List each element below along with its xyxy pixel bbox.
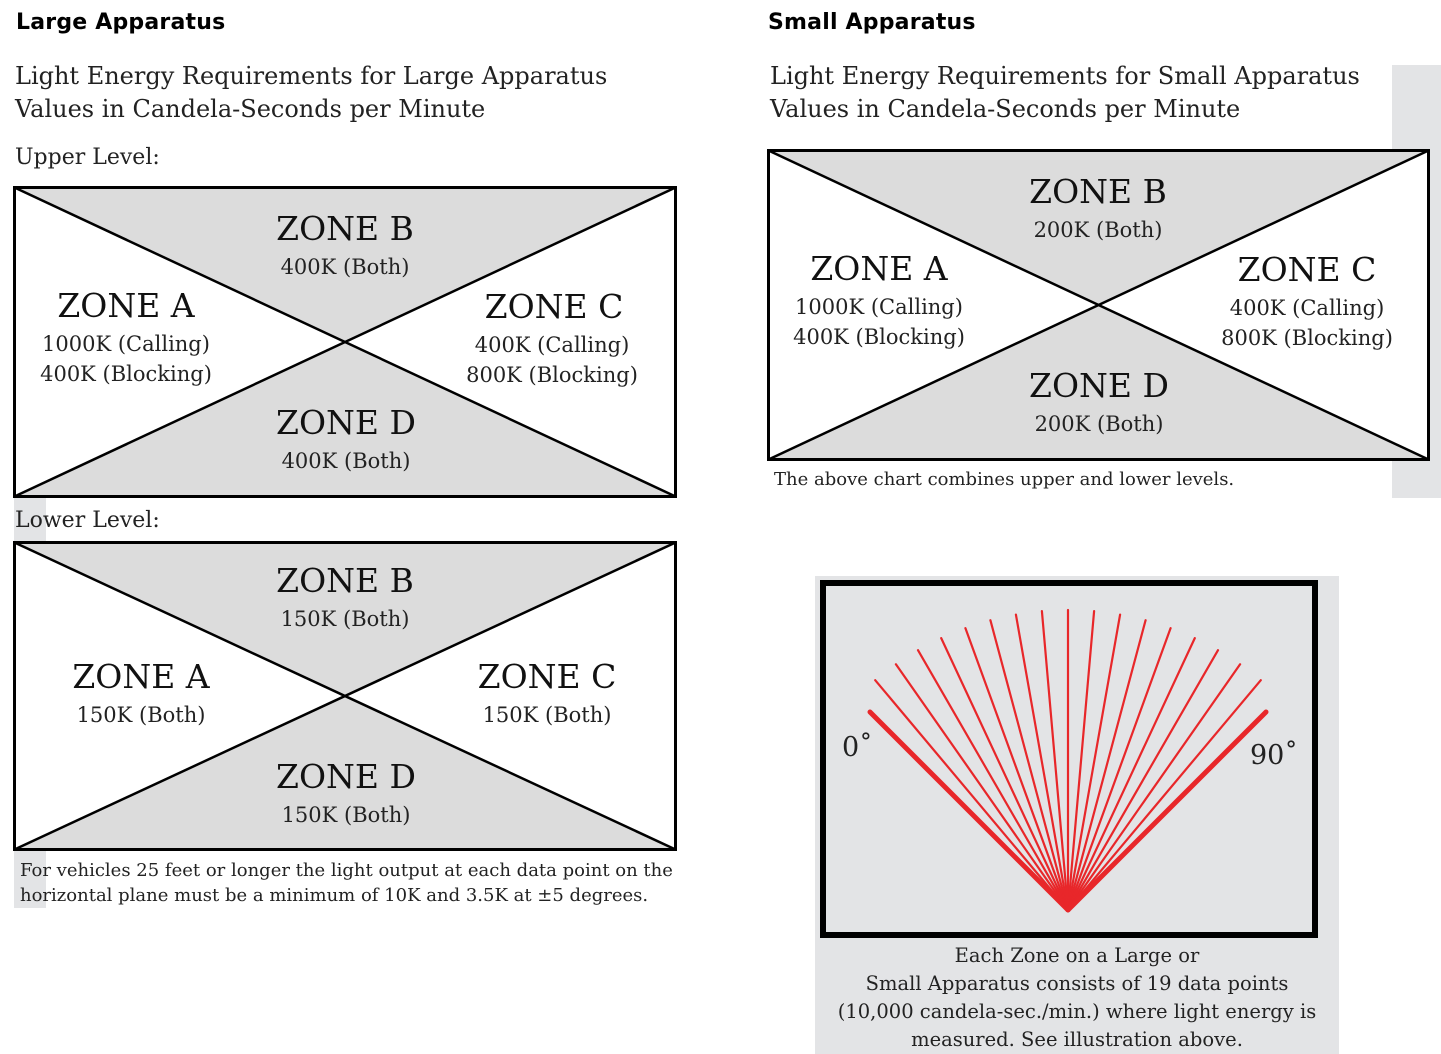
small-apparatus-note: The above chart combines upper and lower… <box>774 469 1235 490</box>
lower-zone-a-value: 150K (Both) <box>77 703 206 727</box>
small-zone-c-value: 800K (Blocking) <box>1221 326 1393 350</box>
upper-zone-d-name: ZONE D <box>276 403 416 442</box>
small-zone-a-name: ZONE A <box>810 249 948 288</box>
upper-zone-a-name: ZONE A <box>57 286 195 325</box>
upper-level-diagram: ZONE B 400K (Both) ZONE A 1000K (Calling) 40… <box>13 186 677 498</box>
fan-ray-6 <box>964 626 1070 912</box>
upper-zone-c-name: ZONE C <box>485 287 624 326</box>
small-zone-shapes <box>767 149 1430 461</box>
small-zone-c-value: 400K (Calling) <box>1230 296 1385 320</box>
small-diagonal-2 <box>767 149 1430 461</box>
fan-frame <box>820 580 1318 938</box>
small-apparatus-diagram: ZONE B 200K (Both) ZONE A 1000K (Calling) 40… <box>767 149 1430 461</box>
upper-zone-b-region <box>14 187 676 342</box>
large-title-line2: Values in Candela-Seconds per Minute <box>15 95 486 123</box>
small-zone-a-value: 1000K (Calling) <box>795 295 963 319</box>
small-zone-b-value: 200K (Both) <box>1034 218 1163 242</box>
upper-zone-b-value: 400K (Both) <box>281 255 410 279</box>
small-title-line1: Light Energy Requirements for Small Appa… <box>770 62 1360 90</box>
upper-zone-d-value: 400K (Both) <box>282 449 411 473</box>
fan-ray-5 <box>940 636 1070 912</box>
large-title-line1: Light Energy Requirements for Large Appa… <box>15 62 608 90</box>
upper-diagonal-2 <box>13 186 677 498</box>
lower-zone-c-value: 150K (Both) <box>483 703 612 727</box>
fan-caption-line1: Each Zone on a Large or <box>954 944 1200 967</box>
upper-zone-a-value: 400K (Blocking) <box>40 362 212 386</box>
upper-zone-c-value: 800K (Blocking) <box>466 363 638 387</box>
small-zone-c-name: ZONE C <box>1238 250 1377 289</box>
fan-ray-4 <box>916 649 1070 912</box>
lower-zone-labels: ZONE B 150K (Both) ZONE A 150K (Both) ZONE C… <box>72 561 616 827</box>
fan-ray-19 <box>1065 709 1269 913</box>
fan-rays <box>867 608 1269 913</box>
lower-zone-b-name: ZONE B <box>276 561 414 600</box>
small-zone-d-name: ZONE D <box>1029 366 1169 405</box>
fan-start-label: 0˚ <box>842 731 873 763</box>
lower-zone-b-value: 150K (Both) <box>281 607 410 631</box>
upper-zone-shapes <box>13 186 677 498</box>
fan-ray-7 <box>989 619 1070 912</box>
fan-ray-8 <box>1014 613 1070 912</box>
fan-caption: Each Zone on a Large or Small Apparatus … <box>815 942 1339 1054</box>
fan-caption-line2: Small Apparatus consists of 19 data poin… <box>865 972 1289 995</box>
small-title: Light Energy Requirements for Small Appa… <box>770 60 1360 126</box>
fan-ray-11 <box>1066 610 1096 912</box>
upper-zone-c-value: 400K (Calling) <box>475 333 630 357</box>
large-title: Light Energy Requirements for Large Appa… <box>15 60 607 126</box>
fan-ray-18 <box>1066 679 1262 912</box>
fan-ray-12 <box>1066 613 1122 912</box>
fan-ray-17 <box>1066 663 1242 912</box>
fan-ray-16 <box>1066 649 1220 912</box>
lower-zone-d-name: ZONE D <box>276 757 416 796</box>
small-zone-b-region <box>768 150 1429 305</box>
lower-zone-a-name: ZONE A <box>72 657 210 696</box>
upper-zone-a-value: 1000K (Calling) <box>42 332 210 356</box>
fan-caption-line3: (10,000 candela-sec./min.) where light e… <box>837 1000 1317 1023</box>
small-box-border <box>767 149 1430 461</box>
fan-ray-9 <box>1040 610 1070 912</box>
small-zone-labels: ZONE B 200K (Both) ZONE A 1000K (Calling) 40… <box>793 172 1393 436</box>
small-zone-d-region <box>768 305 1429 460</box>
data-point-fan-diagram: 0˚ 90˚ <box>820 580 1318 938</box>
small-zone-a-value: 400K (Blocking) <box>793 325 965 349</box>
upper-zone-d-region <box>14 342 676 497</box>
large-apparatus-heading: Large Apparatus <box>16 10 226 35</box>
lower-zone-d-region <box>14 696 676 850</box>
fan-ray-15 <box>1066 636 1196 912</box>
large-note-line1: For vehicles 25 feet or longer the light… <box>20 860 673 881</box>
lower-zone-d-value: 150K (Both) <box>282 803 411 827</box>
small-zone-d-value: 200K (Both) <box>1035 412 1164 436</box>
large-apparatus-note: For vehicles 25 feet or longer the light… <box>20 858 673 908</box>
lower-level-diagram: ZONE B 150K (Both) ZONE A 150K (Both) ZONE C… <box>13 541 677 851</box>
small-zone-b-name: ZONE B <box>1029 172 1167 211</box>
lower-zone-c-name: ZONE C <box>478 657 617 696</box>
upper-zone-labels: ZONE B 400K (Both) ZONE A 1000K (Calling) 40… <box>40 209 638 473</box>
small-title-line2: Values in Candela-Seconds per Minute <box>770 95 1241 123</box>
fan-ray-13 <box>1066 619 1147 912</box>
upper-zone-b-name: ZONE B <box>276 209 414 248</box>
lower-level-label: Lower Level: <box>15 508 160 533</box>
fan-ray-2 <box>874 679 1070 912</box>
lower-zone-shapes <box>13 541 677 851</box>
fan-ray-1 <box>867 709 1071 913</box>
upper-box-border <box>13 186 677 498</box>
fan-end-label: 90˚ <box>1250 739 1298 771</box>
large-note-line2: horizontal plane must be a minimum of 10… <box>20 885 649 906</box>
fan-caption-line4: measured. See illustration above. <box>911 1028 1243 1051</box>
small-apparatus-heading: Small Apparatus <box>768 10 976 35</box>
upper-level-label: Upper Level: <box>15 145 160 170</box>
fan-ray-3 <box>894 663 1070 912</box>
lower-diagonal-2 <box>13 541 677 851</box>
fan-ray-14 <box>1066 626 1172 912</box>
lower-box-border <box>13 541 677 851</box>
lower-zone-b-region <box>14 542 676 696</box>
